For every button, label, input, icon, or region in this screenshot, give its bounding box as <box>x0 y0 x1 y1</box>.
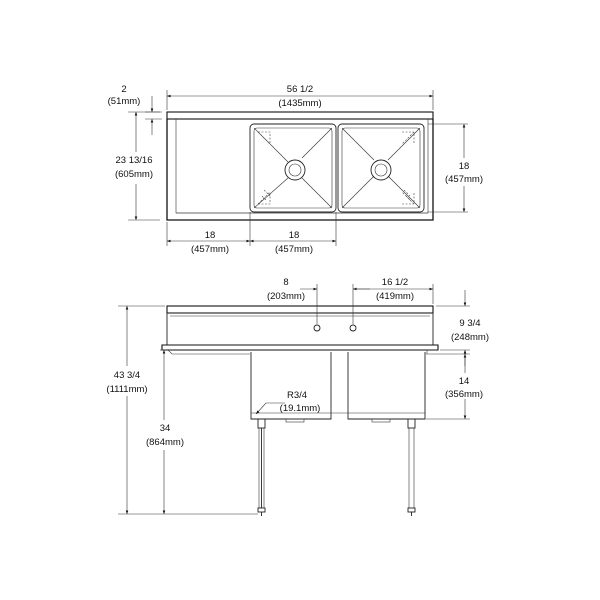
top-backsplash <box>166 111 434 120</box>
corner-radius-imperial: R3/4 <box>287 390 307 401</box>
faucet-hole-left <box>313 324 321 332</box>
overall-height-metric: (1111mm) <box>106 384 147 395</box>
corner-radius-metric: (19.1mm) <box>280 403 321 414</box>
front-rim <box>161 344 439 351</box>
leg-left <box>257 418 266 516</box>
bowl-corner-details <box>257 131 415 205</box>
faucet-hole-right <box>349 324 357 332</box>
top-view: 56 1/2 (1435mm) 2 (51mm) 23 13/16 (605mm… <box>108 84 492 255</box>
top-sink-outline <box>166 119 434 221</box>
bowl-height-metric: (356mm) <box>445 389 483 400</box>
faucet-spacing-metric: (203mm) <box>267 291 305 302</box>
backsplash-metric: (51mm) <box>108 96 141 107</box>
work-height-metric: (864mm) <box>146 437 184 448</box>
right-drain <box>370 159 392 181</box>
overall-depth-imperial: 23 13/16 <box>116 155 153 166</box>
left-drain <box>284 159 306 181</box>
overall-depth-metric: (605mm) <box>115 169 153 180</box>
overall-width-imperial: 56 1/2 <box>287 84 313 95</box>
left-bowl-slopes <box>253 127 333 209</box>
splash-height-metric: (248mm) <box>451 332 489 343</box>
overall-height-imperial: 43 3/4 <box>114 370 140 381</box>
leg-right <box>407 418 416 516</box>
bowl-depth-metric: (457mm) <box>445 174 483 185</box>
bowl-height-imperial: 14 <box>459 376 470 387</box>
overall-width-metric: (1435mm) <box>278 98 321 109</box>
right-bowl-slopes <box>341 127 421 209</box>
front-backsplash <box>166 312 434 346</box>
backsplash-imperial: 2 <box>121 84 126 95</box>
front-right-bowl <box>347 352 426 420</box>
bowl-width-metric: (457mm) <box>275 244 313 255</box>
drainboard-width-imperial: 18 <box>205 230 216 241</box>
splash-height-imperial: 9 3/4 <box>459 318 480 329</box>
drainboard-width-metric: (457mm) <box>191 244 229 255</box>
work-height-imperial: 34 <box>160 423 171 434</box>
bowl-depth-imperial: 18 <box>459 161 470 172</box>
left-bowl <box>249 123 337 213</box>
faucet-offset-metric: (419mm) <box>376 291 414 302</box>
bowl-width-imperial: 18 <box>289 230 300 241</box>
faucet-offset-imperial: 16 1/2 <box>382 277 408 288</box>
faucet-spacing-imperial: 8 <box>283 277 288 288</box>
right-bowl <box>337 123 425 213</box>
front-backsplash-top <box>166 305 434 314</box>
front-view: 8 (203mm) 16 1/2 (419mm) 9 3/4 (248mm) 1… <box>100 277 492 516</box>
